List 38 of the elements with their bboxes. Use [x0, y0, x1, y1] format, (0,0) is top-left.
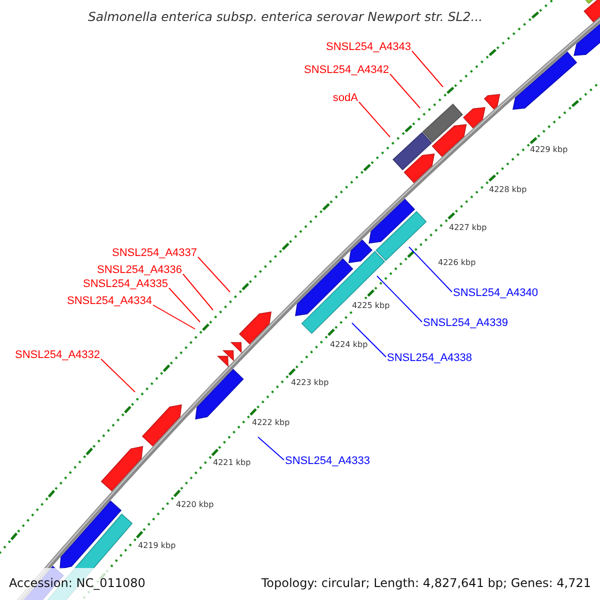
chart-title: Salmonella enterica subsp. enterica serovar Newport str. SL2...: [88, 9, 483, 24]
gene-label: SNSL254_A4339: [423, 317, 508, 329]
accession-text: Accession: NC_011080: [9, 576, 146, 590]
gene-label: SNSL254_A4336: [96, 264, 182, 276]
gene-label: SNSL254_A4342: [304, 64, 389, 76]
leader-line: [182, 274, 214, 310]
tick-label: 4220 kbp: [176, 500, 214, 509]
leader-line: [358, 102, 390, 138]
gene-label: SNSL254_A4337: [112, 247, 197, 259]
gene-label: sodA: [332, 92, 358, 104]
tick-label: 4226 kbp: [438, 258, 476, 267]
tick-label: 4228 kbp: [489, 185, 527, 194]
leader-line: [168, 288, 200, 322]
tick-label: 4221 kbp: [213, 458, 251, 467]
gene-label: SNSL254_A4343: [326, 41, 411, 53]
leader-line: [198, 256, 230, 292]
leader-line: [352, 322, 386, 358]
leader-line: [408, 246, 452, 292]
tick-label: 4224 kbp: [330, 340, 368, 349]
leader-line: [258, 436, 284, 460]
tick-label: 4229 kbp: [530, 145, 568, 154]
genome-info-text: Topology: circular; Length: 4,827,641 bp; Genes: 4,721: [261, 576, 591, 590]
gene-label: SNSL254_A4332: [14, 349, 100, 361]
leader-line: [412, 50, 444, 88]
leader-line: [376, 276, 422, 322]
tick-label: 4225 kbp: [352, 301, 390, 310]
gene-label: SNSL254_A4338: [387, 352, 472, 364]
gene-label: SNSL254_A4340: [453, 287, 538, 299]
leader-line: [390, 74, 420, 108]
tick-label: 4227 kbp: [449, 223, 487, 232]
gene-label: SNSL254_A4335: [82, 278, 168, 290]
gene-label: SNSL254_A4334: [66, 295, 152, 307]
tick-label: 4223 kbp: [291, 378, 329, 387]
leader-line: [100, 358, 136, 392]
leader-line: [152, 304, 196, 330]
tick-label: 4219 kbp: [138, 541, 176, 550]
gene-label: SNSL254_A4333: [285, 455, 370, 467]
tick-label: 4222 kbp: [252, 418, 290, 427]
